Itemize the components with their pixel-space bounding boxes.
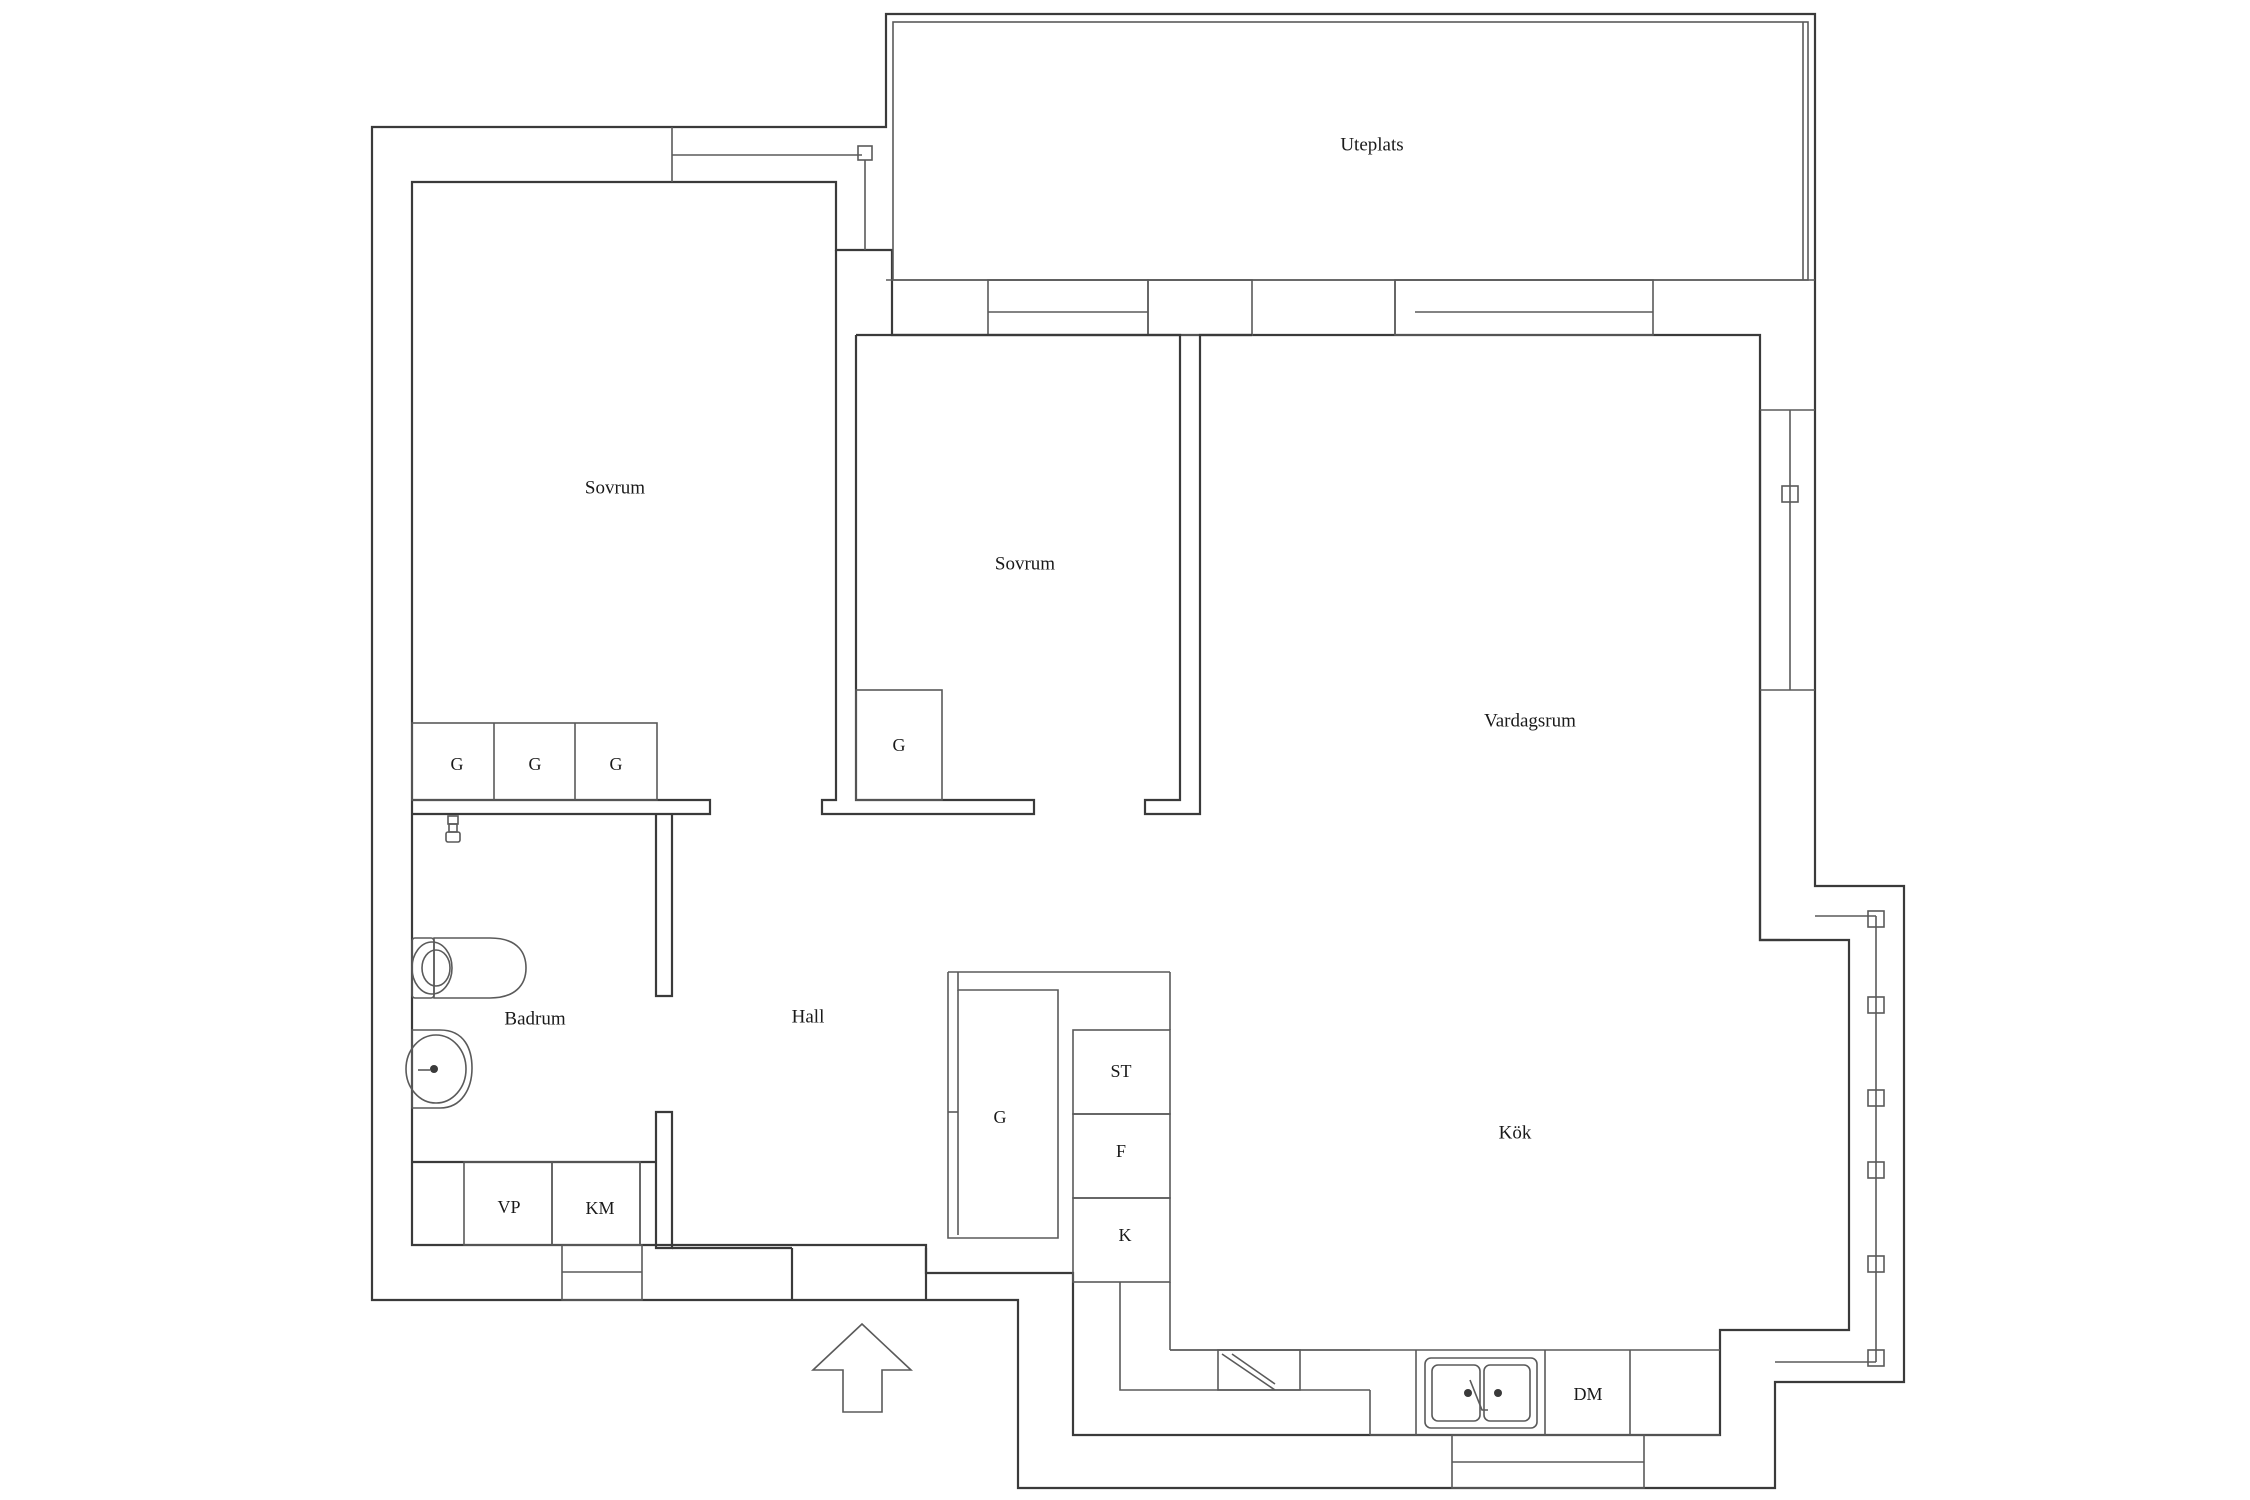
wardrobe-label: G [451, 754, 464, 774]
wardrobe-label: G [893, 735, 906, 755]
room-label-uteplats: Uteplats [1340, 134, 1403, 155]
wardrobe-label: G [529, 754, 542, 774]
dryer-label: VP [497, 1197, 520, 1217]
outer-walls [370, 12, 1906, 1490]
bedroom1-wardrobes [411, 722, 658, 801]
dishwasher-label: DM [1573, 1384, 1602, 1404]
kitchen-counter [1170, 1349, 1720, 1489]
freezer-label: F [1116, 1141, 1126, 1161]
wardrobe-label: G [610, 754, 623, 774]
laundry-units [463, 1161, 643, 1301]
stove-label: ST [1110, 1061, 1131, 1081]
room-label-sovrum-2: Sovrum [995, 553, 1055, 574]
entrance-arrow-icon [810, 1322, 914, 1413]
shower-fixture [445, 815, 461, 843]
room-label-badrum: Badrum [504, 1008, 565, 1029]
interior-walls [412, 250, 1815, 1300]
bedroom2-wardrobe [855, 689, 943, 801]
hall-wardrobe [947, 971, 1171, 1239]
terrace [886, 21, 1815, 336]
fridge-label: K [1119, 1225, 1132, 1245]
kitchen-sink-icon [1424, 1357, 1538, 1429]
kitchen-bay-windows [1775, 910, 1885, 1367]
room-label-vardagsrum: Vardagsrum [1484, 710, 1576, 731]
wardrobe-label: G [994, 1107, 1007, 1127]
room-label-kok: Kök [1499, 1122, 1532, 1143]
room-label-sovrum-1: Sovrum [585, 477, 645, 498]
washer-label: KM [585, 1198, 614, 1218]
window-top-left [671, 127, 873, 250]
sink-icon [405, 1029, 473, 1109]
toilet-icon [411, 937, 527, 999]
room-label-hall: Hall [792, 1006, 825, 1027]
